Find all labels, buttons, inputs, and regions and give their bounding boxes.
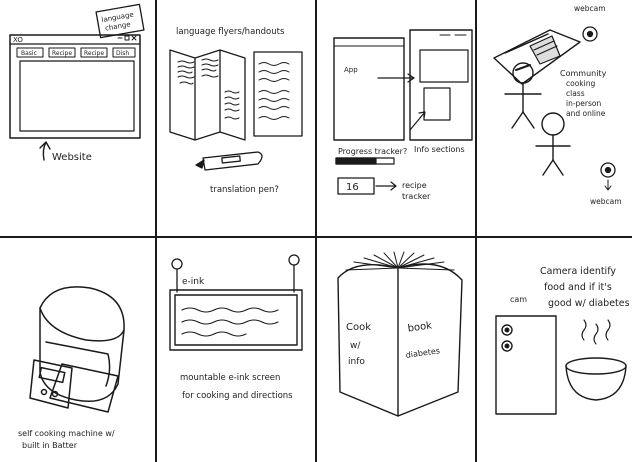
webcam-top-label: webcam (574, 4, 606, 13)
tab-recipe[interactable]: Recipe (52, 50, 72, 57)
webcam-icon (582, 26, 598, 42)
info-label: Info sections (414, 145, 465, 154)
cooking-machine (29, 286, 125, 413)
panel-eink: e-ink mountable e-ink screen for cooking… (169, 254, 303, 401)
browser-controls (117, 35, 137, 41)
mount-hooks (171, 254, 300, 293)
instructor-figure (504, 62, 542, 129)
book-left-1: Cook (346, 322, 371, 333)
nav-tabs: Basic Recipe Recipe Dish (16, 47, 136, 58)
camera-title-2: food and if it's (544, 282, 612, 293)
language-change-badge[interactable]: language change (95, 3, 145, 39)
camera-device (495, 315, 557, 415)
webcam-arrow-icon (604, 179, 612, 191)
panel-camera: Camera identify food and if it's good w/… (495, 266, 630, 415)
eink-label: e-ink (182, 277, 205, 287)
camera-title-1: Camera identify (540, 266, 616, 277)
food-bowl-icon (565, 357, 627, 401)
up-arrow-icon (39, 141, 51, 161)
tracker-label-2: tracker (402, 192, 431, 201)
phone-mockup (333, 37, 405, 141)
panel-flyers: language flyers/handouts translation pen… (169, 27, 303, 195)
progress-bar (335, 157, 395, 165)
tracker-value: 16 (346, 182, 359, 193)
class-desc-4: in-person (566, 99, 601, 108)
class-desc-2: cooking (566, 79, 595, 88)
app-label: App (344, 66, 358, 74)
cam-label: cam (510, 295, 527, 304)
pen-caption: translation pen? (210, 185, 279, 195)
tab-dish[interactable]: Dish (116, 50, 129, 57)
eink-caption-2: for cooking and directions (182, 391, 293, 401)
class-desc-5: and online (566, 109, 606, 118)
webcam-bottom-label: webcam (590, 197, 622, 206)
book-left-3: info (348, 357, 365, 367)
class-desc-3: class (566, 89, 585, 98)
site-logo: XO (13, 36, 23, 44)
tracker-label-1: recipe (402, 181, 427, 190)
panel-app: App Progress tracker? Info sections 16 r… (333, 29, 473, 201)
book-left-2: w/ (350, 341, 361, 351)
panel-class: webcam Community (493, 4, 622, 206)
camera-title-3: good w/ diabetes (548, 298, 630, 309)
panel-website: language change XO Basic Recipe Recipe D… (9, 3, 145, 163)
content-area (19, 60, 135, 132)
eink-caption-1: mountable e-ink screen (180, 373, 280, 383)
machine-caption-1: self cooking machine w/ (18, 429, 115, 438)
book-right-2: diabetes (405, 346, 440, 360)
app-screen (409, 29, 473, 141)
trifold-flyer (169, 49, 246, 141)
student-figure (535, 112, 571, 176)
tab-recipe-2[interactable]: Recipe (84, 50, 104, 57)
website-caption: Website (52, 152, 92, 163)
arrow-info-icon (409, 111, 426, 131)
translation-pen-icon (195, 151, 263, 171)
browser-window (9, 34, 141, 139)
tab-basic[interactable]: Basic (21, 50, 37, 57)
chef-hat-icon (529, 35, 561, 65)
recipe-tracker-box (337, 177, 375, 195)
flyers-title: language flyers/handouts (176, 27, 285, 37)
steam-icon (581, 319, 611, 345)
eink-screen[interactable] (169, 289, 303, 351)
arrow-tracker-icon (375, 181, 397, 191)
arrow-right-icon (377, 73, 415, 83)
webcam-bottom-icon (600, 162, 616, 178)
open-book (337, 251, 463, 417)
panel-machine: self cooking machine w/ built in Batter (18, 286, 125, 450)
class-desc-1: Community (560, 69, 607, 78)
book-right-1: book (407, 320, 433, 334)
progress-label: Progress tracker? (338, 147, 407, 156)
machine-caption-2: built in Batter (22, 441, 78, 450)
panel-book: Cook w/ info book diabetes (337, 251, 463, 417)
handout-sheet (253, 51, 303, 137)
